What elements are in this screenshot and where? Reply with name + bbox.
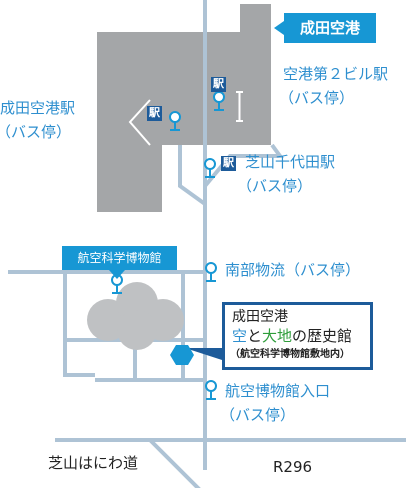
road-haniwa (148, 438, 201, 488)
airport-tag: 成田空港 (274, 13, 376, 43)
callout-earth: 大地 (262, 327, 293, 345)
narita-airport-station-sub: （バス停） (0, 123, 72, 141)
history-museum-marker (170, 345, 194, 365)
road-loop-left (63, 272, 95, 377)
history-museum-callout: 成田空港 空と大地の歴史館 （航空科学博物館敷地内） (222, 302, 373, 370)
station-badge-narita-airport: 駅 (147, 106, 162, 121)
shibayama-station-label: 芝山千代田駅 (245, 153, 336, 171)
callout-sky: 空 (232, 327, 248, 345)
terminal2-station-label: 空港第２ビル駅 (283, 65, 389, 83)
callout-line2: 空と大地の歴史館 (232, 326, 352, 346)
museum-tag: 航空科学博物館 (62, 246, 177, 279)
bus-stop-pin-narita-airport (169, 111, 181, 131)
station-badge-shibayama: 駅 (221, 156, 236, 171)
nanbu-bus-stop-label: 南部物流（バス停） (225, 261, 361, 279)
r296-road-label: R296 (273, 458, 313, 476)
museum-buildings (87, 282, 184, 350)
bus-stop-pin-terminal2 (213, 91, 225, 111)
narita-airport-station-label: 成田空港駅 (0, 99, 76, 117)
haniwa-road-label: 芝山はにわ道 (48, 454, 139, 472)
road-airport-link (203, 143, 284, 188)
callout-history: の歴史館 (292, 327, 353, 345)
terminal2-station-sub: （バス停） (279, 89, 355, 107)
shibayama-station-sub: （バス停） (237, 177, 313, 195)
bus-stop-pin-nanbu (205, 262, 217, 282)
callout-line3: （航空科学博物館敷地内） (230, 349, 350, 360)
airport-area (97, 4, 271, 212)
station-badge-terminal2: 駅 (211, 77, 226, 92)
callout-pointer (185, 348, 222, 360)
museum-entrance-bus-stop-label: 航空博物館入口 (225, 382, 331, 400)
bus-stop-pin-museum-entrance (205, 380, 217, 400)
terminal2-platform-marker (236, 91, 243, 122)
bus-stop-pin-shibayama (204, 158, 216, 178)
road-airport-south (178, 145, 207, 206)
museum-entrance-bus-stop-sub: （バス停） (220, 406, 296, 424)
terminal1-platform-marker (128, 99, 151, 146)
callout-and: と (247, 327, 263, 345)
callout-line1: 成田空港 (232, 309, 288, 325)
